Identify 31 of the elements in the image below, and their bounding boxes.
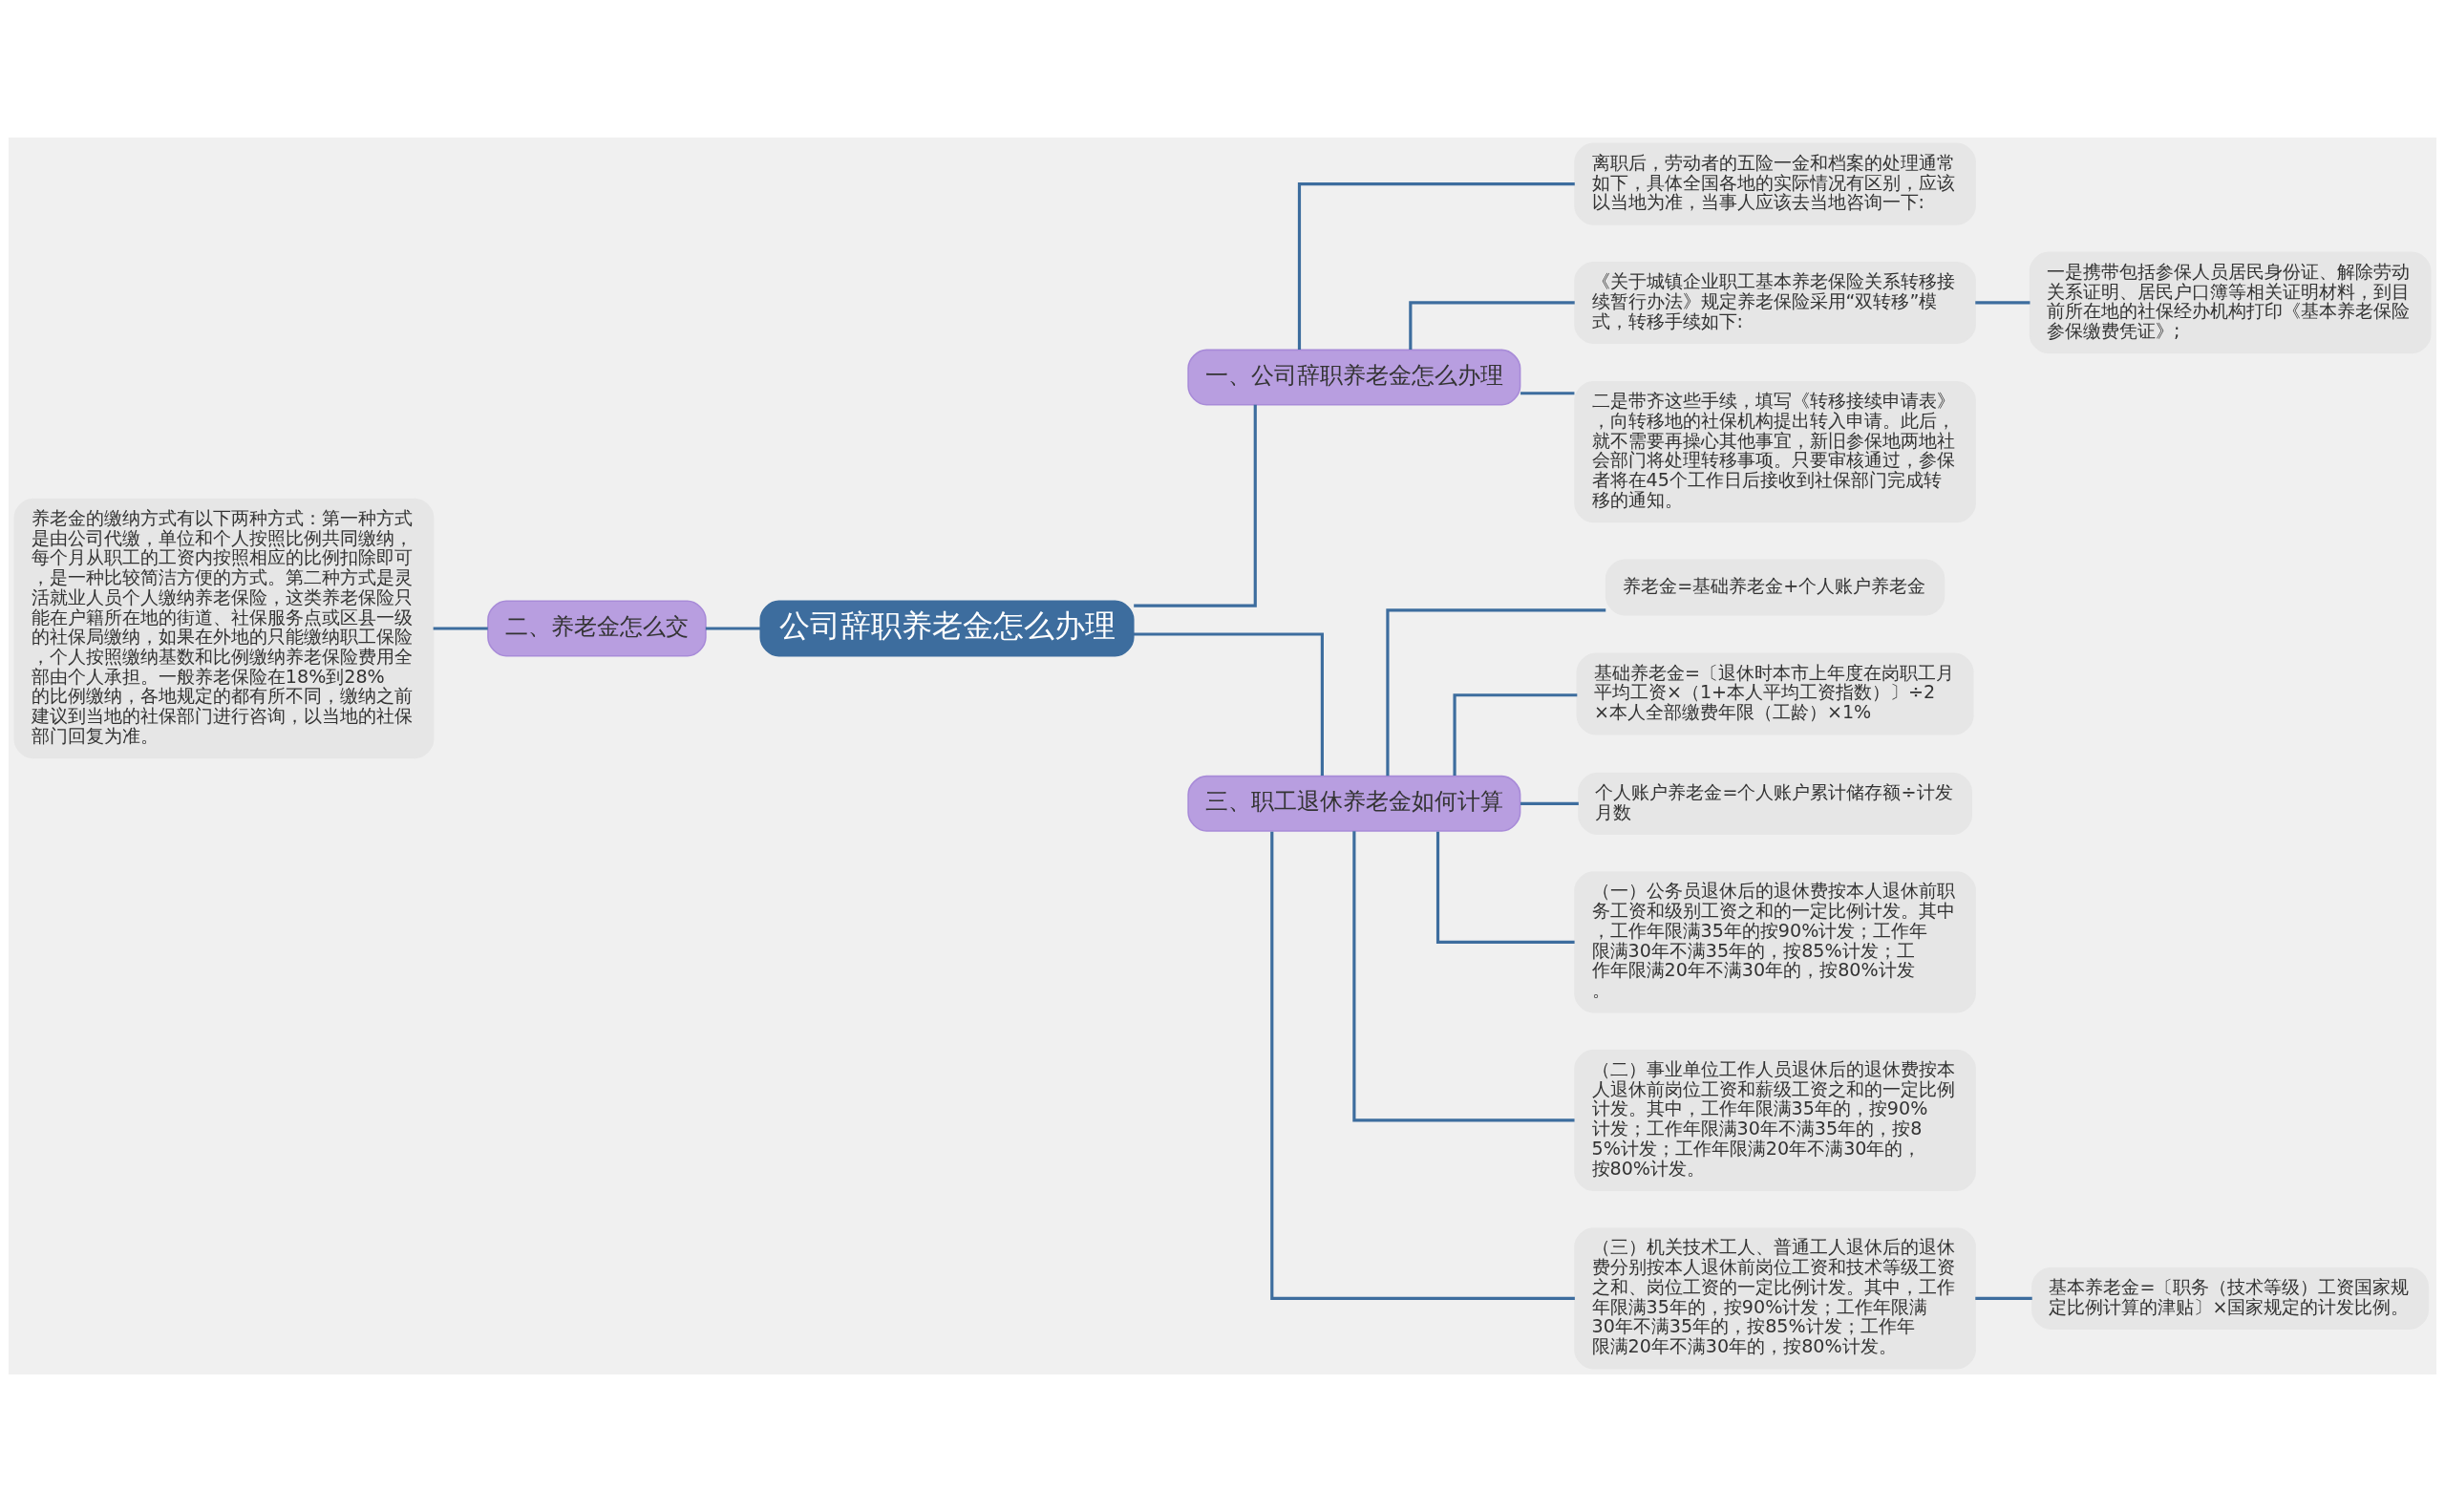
connector	[1386, 608, 1606, 777]
connector	[1270, 831, 1575, 1300]
node-box: 一、公司辞职养老金怎么办理	[1187, 349, 1521, 406]
connector	[1520, 801, 1579, 805]
connector	[1975, 301, 2030, 305]
node-box: 个人账户养老金=个人账户累计储存额÷计发月数	[1578, 772, 1972, 835]
node-box: 一是携带包括参保人员居民身份证、解除劳动关系证明、居民户口簿等相关证明材料，到目前所在地的社保经办机构打印《基本养老保险参保缴费凭证》;	[2029, 251, 2432, 354]
connector	[1133, 632, 1324, 777]
node-box: （一）公务员退休后的退休费按本人退休前职务工资和级别工资之和的一定比例计发。其中，工作年限满35年的按90%计发；工作年限满30年不满35年的，按85%计发；工作年限满20年不满30年的，按80%计发。	[1574, 871, 1976, 1013]
node-box: 公司辞职养老金怎么办理	[759, 600, 1135, 657]
connector	[1453, 693, 1578, 777]
connector	[1134, 404, 1257, 607]
node-box: 养老金的缴纳方式有以下两种方式：第一种方式是由公司代缴，单位和个人按照比例共同缴纳，每个月从职工的工资内按照相应的比例扣除即可，是一种比较简洁方便的方式。第二种方式是灵活就业人员个人缴纳养老保险，这类养老保险只能在户籍所在地的街道、社保服务点或区县一级的社保局缴纳，如果在外地的只能缴纳职工保险，个人按照缴纳基数和比例缴纳养老保险费用全部由个人承担。一般养老保险在18%到28%的比例缴纳，各地规定的都有所不同，缴纳之前建议到当地的社保部门进行咨询，以当地的社保部门回复为准。	[13, 498, 435, 759]
connector	[705, 627, 761, 630]
node-box: 养老金=基础养老金+个人账户养老金	[1605, 559, 1945, 616]
connector	[1409, 301, 1575, 350]
node-box: 基本养老金=〔职务（技术等级）工资国家规定比例计算的津贴〕×国家规定的计发比例。	[2031, 1267, 2430, 1330]
connector	[1520, 392, 1575, 395]
node-box: （二）事业单位工作人员退休后的退休费按本人退休前岗位工资和薪级工资之和的一定比例计发。其中，工作年限满35年的，按90%计发；工作年限满30年不满35年的，按85%计发；工作年限满20年不满30年的，按80%计发。	[1574, 1049, 1976, 1191]
node-box: 基础养老金=〔退休时本市上年度在岗职工月平均工资×（1+本人平均工资指数）〕÷2×本人全部缴费年限（工龄）×1%	[1576, 652, 1974, 735]
connector	[1352, 831, 1575, 1122]
node-box: 离职后，劳动者的五险一金和档案的处理通常如下，具体全国各地的实际情况有区别，应该以当地为准，当事人应该去当地咨询一下:	[1574, 142, 1976, 225]
node-box: 二、养老金怎么交	[487, 600, 707, 657]
node-box: 《关于城镇企业职工基本养老保险关系转移接续暂行办法》规定养老保险采用“双转移”模式，转移手续如下:	[1574, 261, 1976, 344]
node-box: 二是带齐这些手续，填写《转移接续申请表》，向转移地的社保机构提出转入申请。此后，就不需要再操心其他事宜，新旧参保地两地社会部门将处理转移事项。只要审核通过，参保者将在45个工作日后接收到社保部门完成转移的通知。	[1574, 381, 1976, 523]
node-box: （三）机关技术工人、普通工人退休后的退休费分别按本人退休前岗位工资和技术等级工资之和、岗位工资的一定比例计发。其中，工作年限满35年的，按90%计发；工作年限满30年不满35年的，按85%计发；工作年限满20年不满30年的，按80%计发。	[1574, 1227, 1976, 1370]
node-box: 三、职工退休养老金如何计算	[1187, 775, 1521, 832]
connector	[1975, 1296, 2032, 1300]
connector	[1435, 831, 1575, 944]
connector	[1297, 182, 1575, 350]
connector	[433, 627, 488, 630]
